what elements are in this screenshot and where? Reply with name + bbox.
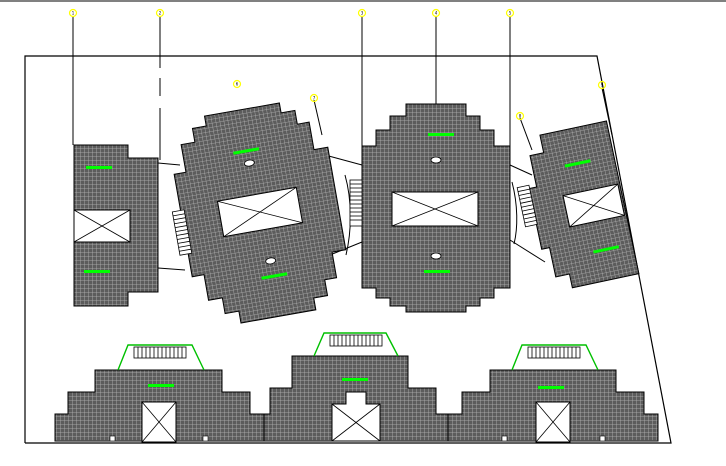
building-block-a bbox=[73, 144, 159, 307]
block-f-courtyard bbox=[331, 391, 381, 442]
grid-marker-5-text: 5 bbox=[509, 11, 512, 16]
building-block-g bbox=[447, 344, 659, 443]
block-e-label-bar bbox=[148, 384, 174, 387]
building-block-c bbox=[361, 103, 511, 313]
building-block-d bbox=[528, 120, 640, 289]
grid-marker-9: 9 bbox=[597, 80, 607, 90]
block-d-label-bar-bottom bbox=[593, 245, 620, 254]
building-block-f bbox=[263, 332, 449, 442]
grid-marker-3-text: 3 bbox=[361, 11, 364, 16]
building-block-e bbox=[54, 344, 265, 443]
block-b-label-bar-bottom bbox=[261, 272, 288, 280]
block-c-label-bar-top bbox=[428, 133, 454, 136]
grid-marker-4-text: 4 bbox=[435, 11, 438, 16]
base-notches bbox=[109, 435, 606, 442]
grid-marker-5: 5 bbox=[505, 8, 515, 18]
grid-marker-2-text: 2 bbox=[159, 11, 162, 16]
grid-marker-6-text: 6 bbox=[236, 82, 239, 87]
block-g-label-bar bbox=[538, 386, 564, 389]
block-f-label-bar bbox=[342, 378, 368, 381]
block-b-stair bbox=[171, 209, 193, 256]
building-block-b bbox=[173, 102, 347, 324]
block-g-entry-canopy bbox=[511, 344, 599, 371]
grid-marker-6: 6 bbox=[232, 79, 242, 89]
grid-marker-8: 8 bbox=[515, 111, 525, 121]
block-c-stair bbox=[349, 179, 363, 227]
block-b-label-bar-top bbox=[233, 147, 260, 155]
block-a-label-bar-top bbox=[86, 166, 112, 169]
grid-marker-8-text: 8 bbox=[519, 114, 522, 119]
block-a-label-bar-bottom bbox=[84, 270, 110, 273]
block-d-stair bbox=[516, 184, 538, 228]
grid-markers: 1 2 3 4 5 6 7 8 bbox=[68, 8, 607, 121]
grid-marker-7: 7 bbox=[309, 93, 319, 103]
grid-marker-1: 1 bbox=[68, 8, 78, 18]
grid-marker-1-text: 1 bbox=[72, 11, 75, 16]
block-e-entry-canopy bbox=[117, 344, 205, 371]
grid-marker-7-text: 7 bbox=[313, 96, 316, 101]
grid-marker-9-text: 9 bbox=[601, 83, 604, 88]
grid-marker-4: 4 bbox=[431, 8, 441, 18]
block-c-label-bar-bottom bbox=[424, 270, 450, 273]
block-f-entry-canopy bbox=[313, 332, 399, 357]
walkway-lines bbox=[157, 154, 546, 271]
site-boundary bbox=[24, 55, 672, 444]
grid-marker-3: 3 bbox=[357, 8, 367, 18]
grid-marker-2: 2 bbox=[155, 8, 165, 18]
block-d-label-bar-top bbox=[564, 159, 591, 168]
